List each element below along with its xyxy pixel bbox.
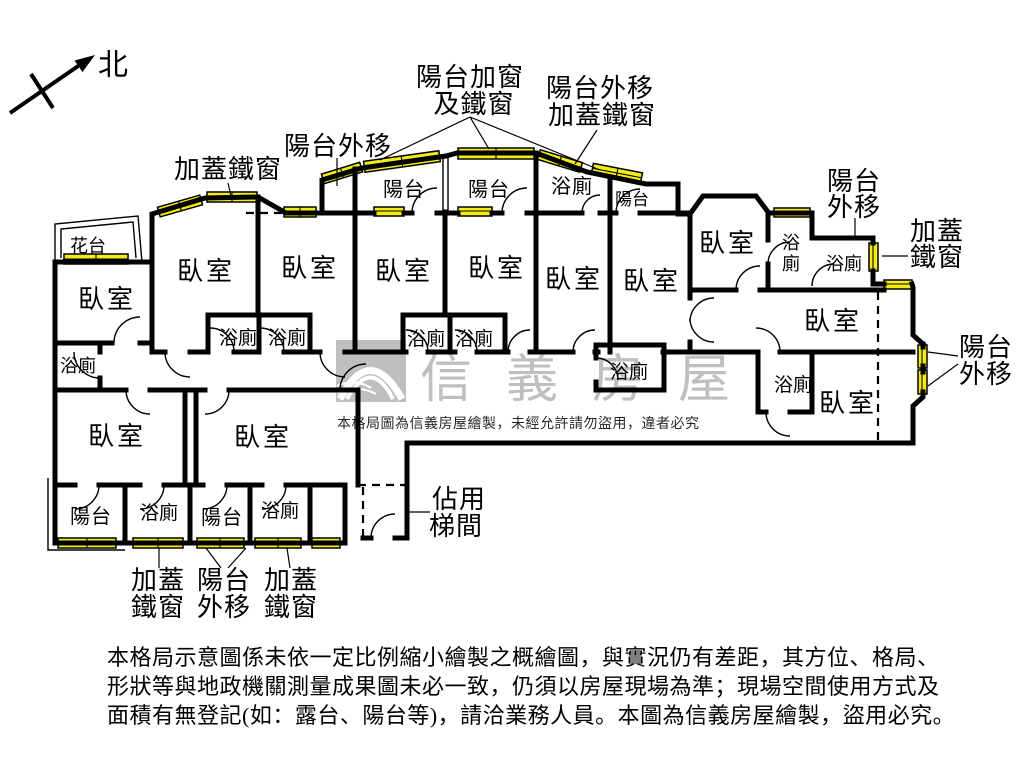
callout-b-moved-1: 陽台 xyxy=(197,566,251,595)
balcony-label: 陽台 xyxy=(70,505,112,528)
callout-mr-moved: 外移 xyxy=(959,360,1013,389)
bathroom-label: 浴廁 xyxy=(268,326,306,349)
callout-moved-covered-2: 加蓋鐵窗 xyxy=(548,101,656,130)
bedroom-label: 臥室 xyxy=(177,257,235,286)
callout-stair-2: 梯間 xyxy=(429,512,483,541)
callout-b-covered1-2: 鐵窗 xyxy=(131,593,185,622)
bathroom-label: 浴廁 xyxy=(407,327,445,350)
callout-b-covered1-1: 加蓋 xyxy=(131,566,185,595)
bedroom-label: 臥室 xyxy=(468,254,526,283)
callout-b-moved-2: 外移 xyxy=(197,593,251,622)
callout-right-iron: 鐵窗 xyxy=(910,243,964,272)
callout-b-covered2-2: 鐵窗 xyxy=(264,593,318,622)
sinyi-logo xyxy=(336,340,406,402)
callout-mr-balcony: 陽台 xyxy=(959,333,1013,362)
flower-bed-label: 花台 xyxy=(70,236,106,256)
bathroom-label: 浴廁 xyxy=(774,373,812,396)
bedroom-label: 臥室 xyxy=(804,307,862,336)
watermark-brand: 信義房屋 xyxy=(420,352,764,409)
bathroom-label: 浴廁 xyxy=(261,499,299,522)
disclaimer: 本格局示意圖係未依一定比例縮小繪製之概繪圖，與實況仍有差距，其方位、格局、 形狀… xyxy=(107,645,955,728)
thin-outlines xyxy=(47,157,449,551)
disclaimer-line2: 形狀等與地政機關測量成果圖未必一致，仍須以房屋現場為準；現場空間使用方式及 xyxy=(107,674,940,699)
bathroom-label: 浴廁 xyxy=(610,360,648,383)
callout-stair-1: 佔用 xyxy=(432,485,486,514)
bathroom-char: 廁 xyxy=(782,253,800,274)
door-arcs xyxy=(73,187,835,539)
balcony-label: 陽台 xyxy=(468,178,510,201)
bathroom-label: 浴廁 xyxy=(826,253,862,274)
bathroom-label: 浴廁 xyxy=(140,501,178,524)
callout-tr-moved: 外移 xyxy=(827,193,881,222)
callout-balcony-window-2: 及鐵窗 xyxy=(433,90,514,119)
balcony-label: 陽台 xyxy=(615,190,649,209)
north-arrow: 北 xyxy=(8,49,128,115)
callout-balcony-window-1: 陽台加窗 xyxy=(416,63,524,92)
disclaimer-line1: 本格局示意圖係未依一定比例縮小繪製之概繪圖，與實況仍有差距，其方位、格局、 xyxy=(107,645,940,670)
room-labels: 花台 臥室 浴廁 臥室 臥室 臥室 臥室 臥室 臥室 臥室 臥室 臥室 臥室 臥… xyxy=(60,175,877,529)
bedroom-label: 臥室 xyxy=(545,265,603,294)
walls xyxy=(52,150,927,546)
bedroom-label: 臥室 xyxy=(375,257,433,286)
disclaimer-line3: 面積有無登記(如：露台、陽台等)，請洽業務人員。本圖為信義房屋繪製，盜用必究。 xyxy=(107,703,955,728)
callout-labels: 加蓋鐵窗 陽台外移 陽台加窗 及鐵窗 陽台外移 加蓋鐵窗 陽台 外移 加蓋 鐵窗… xyxy=(131,63,1013,622)
bedroom-label: 臥室 xyxy=(281,254,339,283)
watermark-notice: 本格局圖為信義房屋繪製，未經允許請勿盜用，違者必究 xyxy=(337,415,700,432)
bedroom-label: 臥室 xyxy=(623,267,681,296)
dashed-lines xyxy=(246,211,880,538)
bathroom-label: 浴廁 xyxy=(60,355,96,376)
bedroom-label: 臥室 xyxy=(78,285,136,314)
bathroom-label: 浴廁 xyxy=(455,327,493,350)
bedroom-label: 臥室 xyxy=(699,229,757,258)
balcony-label: 陽台 xyxy=(201,506,243,529)
callout-right-covered: 加蓋 xyxy=(910,217,964,246)
callout-pointers xyxy=(158,116,959,569)
balcony-label: 陽台 xyxy=(383,178,425,201)
bathroom-label: 浴廁 xyxy=(219,326,257,349)
north-label: 北 xyxy=(98,49,128,82)
bathroom-char: 浴 xyxy=(782,233,800,253)
bedroom-label: 臥室 xyxy=(88,422,146,451)
callout-covered-iron-top: 加蓋鐵窗 xyxy=(174,155,282,184)
callout-tr-balcony: 陽台 xyxy=(827,167,881,196)
bathroom-label: 浴廁 xyxy=(551,175,593,198)
callout-moved-covered-1: 陽台外移 xyxy=(546,74,654,103)
bedroom-label: 臥室 xyxy=(234,423,292,452)
callout-balcony-moved-top: 陽台外移 xyxy=(284,132,392,161)
bedroom-label: 臥室 xyxy=(819,389,877,418)
callout-b-covered2-1: 加蓋 xyxy=(264,566,318,595)
